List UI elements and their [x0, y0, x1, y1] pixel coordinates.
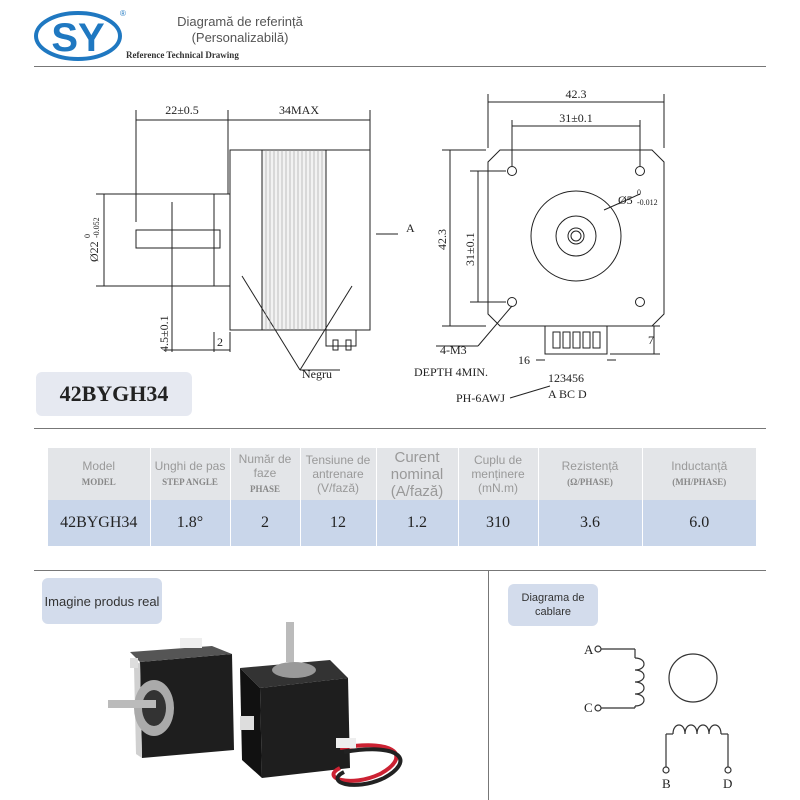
dim-shaft-tol-lower: -0.012 [637, 198, 658, 207]
dim-shaft-tol-upper: 0 [637, 188, 641, 197]
table-row: 42BYGH34 1.8° 2 12 1.2 310 3.6 6.0 [48, 500, 756, 546]
cell-current: 1.2 [376, 500, 459, 546]
dim-flat: 4.5±0.1 [157, 315, 171, 352]
dim-boss-tol-upper: 0 [83, 234, 92, 238]
pin-letters: A BC D [548, 387, 587, 401]
note-connector: PH-6AWJ [456, 391, 505, 405]
cell-model: 42BYGH34 [48, 500, 151, 546]
brand-logo: SY ® [34, 8, 126, 62]
wiring-diagram: A C B D [584, 642, 732, 791]
svg-text:SY: SY [51, 16, 105, 60]
view-marker: A [406, 221, 415, 235]
drawing-title: Diagramă de referință (Personalizabilă) [177, 14, 303, 45]
cell-step-angle: 1.8° [150, 500, 231, 546]
col-voltage: Tensiune de antrenare (V/fază) [300, 448, 377, 500]
wiring-pin-c: C [584, 700, 593, 715]
col-resistance: Rezistență(Ω/PHASE) [538, 448, 643, 500]
wiring-label: Diagrama de cablare [508, 584, 598, 626]
header-divider [34, 66, 766, 67]
cell-voltage: 12 [300, 500, 377, 546]
photo-label: Imagine produs real [42, 578, 162, 624]
wiring-pin-a: A [584, 642, 594, 657]
pin-numbers: 123456 [548, 371, 584, 385]
technical-drawing: 22±0.5 34MAX Ø22 0 -0.052 4.5±0.1 2 A Ne… [83, 87, 665, 405]
motor-photo [108, 622, 403, 787]
note-threads: 4-M3 [440, 343, 467, 357]
wiring-pin-d: D [723, 776, 732, 791]
dim-boss-diameter: Ø22 [87, 241, 101, 262]
table-divider [34, 570, 766, 571]
dim-hole-spacing-h: 31±0.1 [559, 111, 593, 125]
wiring-pin-b: B [662, 776, 671, 791]
wire-note: Negru [302, 367, 332, 381]
svg-text:®: ® [120, 9, 126, 18]
drawing-divider [34, 428, 766, 429]
dim-hole-spacing-v: 31±0.1 [463, 232, 477, 266]
cell-resistance: 3.6 [538, 500, 643, 546]
bottom-divider [488, 570, 489, 800]
dim-boss-tol-lower: -0.052 [92, 217, 101, 238]
cell-phases: 2 [230, 500, 301, 546]
dim-body-length: 34MAX [279, 103, 319, 117]
drawing-subtitle: Reference Technical Drawing [126, 50, 239, 60]
dim-width: 42.3 [566, 87, 587, 101]
model-badge: 42BYGH34 [36, 372, 192, 416]
cell-inductance: 6.0 [642, 500, 756, 546]
col-current: Curent nominal (A/fază) [376, 448, 459, 500]
col-holding-torque: Cuplu de menținere (mN.m) [458, 448, 539, 500]
dim-shaft-length: 22±0.5 [165, 103, 199, 117]
note-depth: DEPTH 4MIN. [414, 365, 488, 379]
dim-seven: 7 [648, 333, 654, 347]
cell-holding-torque: 310 [458, 500, 539, 546]
dim-two: 2 [217, 335, 223, 349]
dim-sixteen: 16 [518, 353, 530, 367]
dim-height: 42.3 [435, 229, 449, 250]
dim-shaft-diameter: Ø5 [618, 193, 633, 207]
col-inductance: Inductanță(MH/PHASE) [642, 448, 756, 500]
